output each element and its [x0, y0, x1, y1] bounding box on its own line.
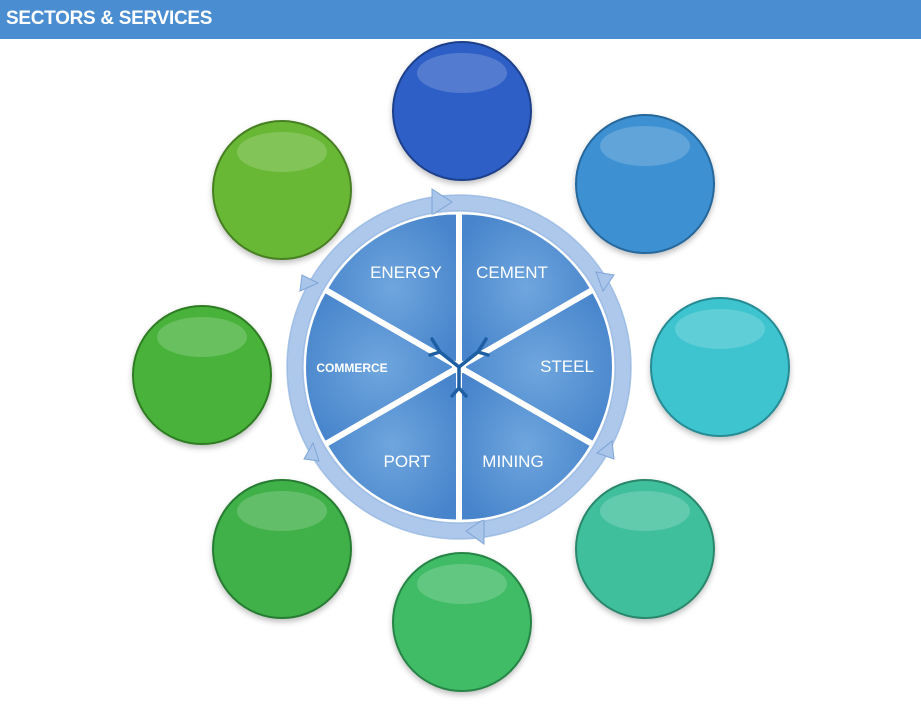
- ring-arrowhead: [303, 441, 320, 462]
- page-title: SECTORS & SERVICES: [6, 8, 213, 29]
- satellite-circle-bottom: [392, 552, 532, 692]
- hub-segment-energy: [460, 212, 593, 366]
- satellite-circles: [132, 41, 790, 692]
- hub-segment-cement: [460, 290, 614, 444]
- ring-arrowhead: [299, 274, 320, 292]
- satellite-circle-top-left: [212, 120, 352, 260]
- ring-arrowhead: [431, 188, 453, 216]
- satellite-circle-right: [650, 297, 790, 437]
- header-bar: SECTORS & SERVICES: [0, 0, 921, 39]
- tri-arrow-logo-icon: [428, 337, 490, 398]
- arrow-ring: [286, 188, 632, 545]
- hub-segment-port: [304, 290, 458, 444]
- satellite-circle-bottom-left: [212, 479, 352, 619]
- sector-label-energy: ENERGY: [370, 263, 442, 282]
- sectors-diagram: ENERGY CEMENT STEEL MINING PORT COMMERCE: [132, 41, 790, 692]
- sector-label-cement: CEMENT: [476, 263, 548, 282]
- sector-labels: ENERGY CEMENT STEEL MINING PORT COMMERCE: [316, 263, 594, 471]
- hub-segment-commerce: [325, 212, 458, 366]
- hub-segment-mining: [325, 368, 458, 522]
- satellite-circle-left: [132, 305, 272, 445]
- ring-arrowhead: [465, 518, 485, 545]
- satellite-circle-top: [392, 41, 532, 181]
- ring-arrowhead: [595, 271, 615, 293]
- sector-label-mining: MINING: [482, 452, 543, 471]
- sector-label-commerce: COMMERCE: [316, 361, 387, 375]
- sector-label-port: PORT: [384, 452, 431, 471]
- satellite-circle-top-right: [575, 114, 715, 254]
- hub-segment-steel: [460, 368, 593, 522]
- ring-arrowhead: [595, 440, 615, 460]
- satellite-circle-bottom-right: [575, 479, 715, 619]
- sector-label-steel: STEEL: [540, 357, 594, 376]
- center-hub: [304, 212, 614, 522]
